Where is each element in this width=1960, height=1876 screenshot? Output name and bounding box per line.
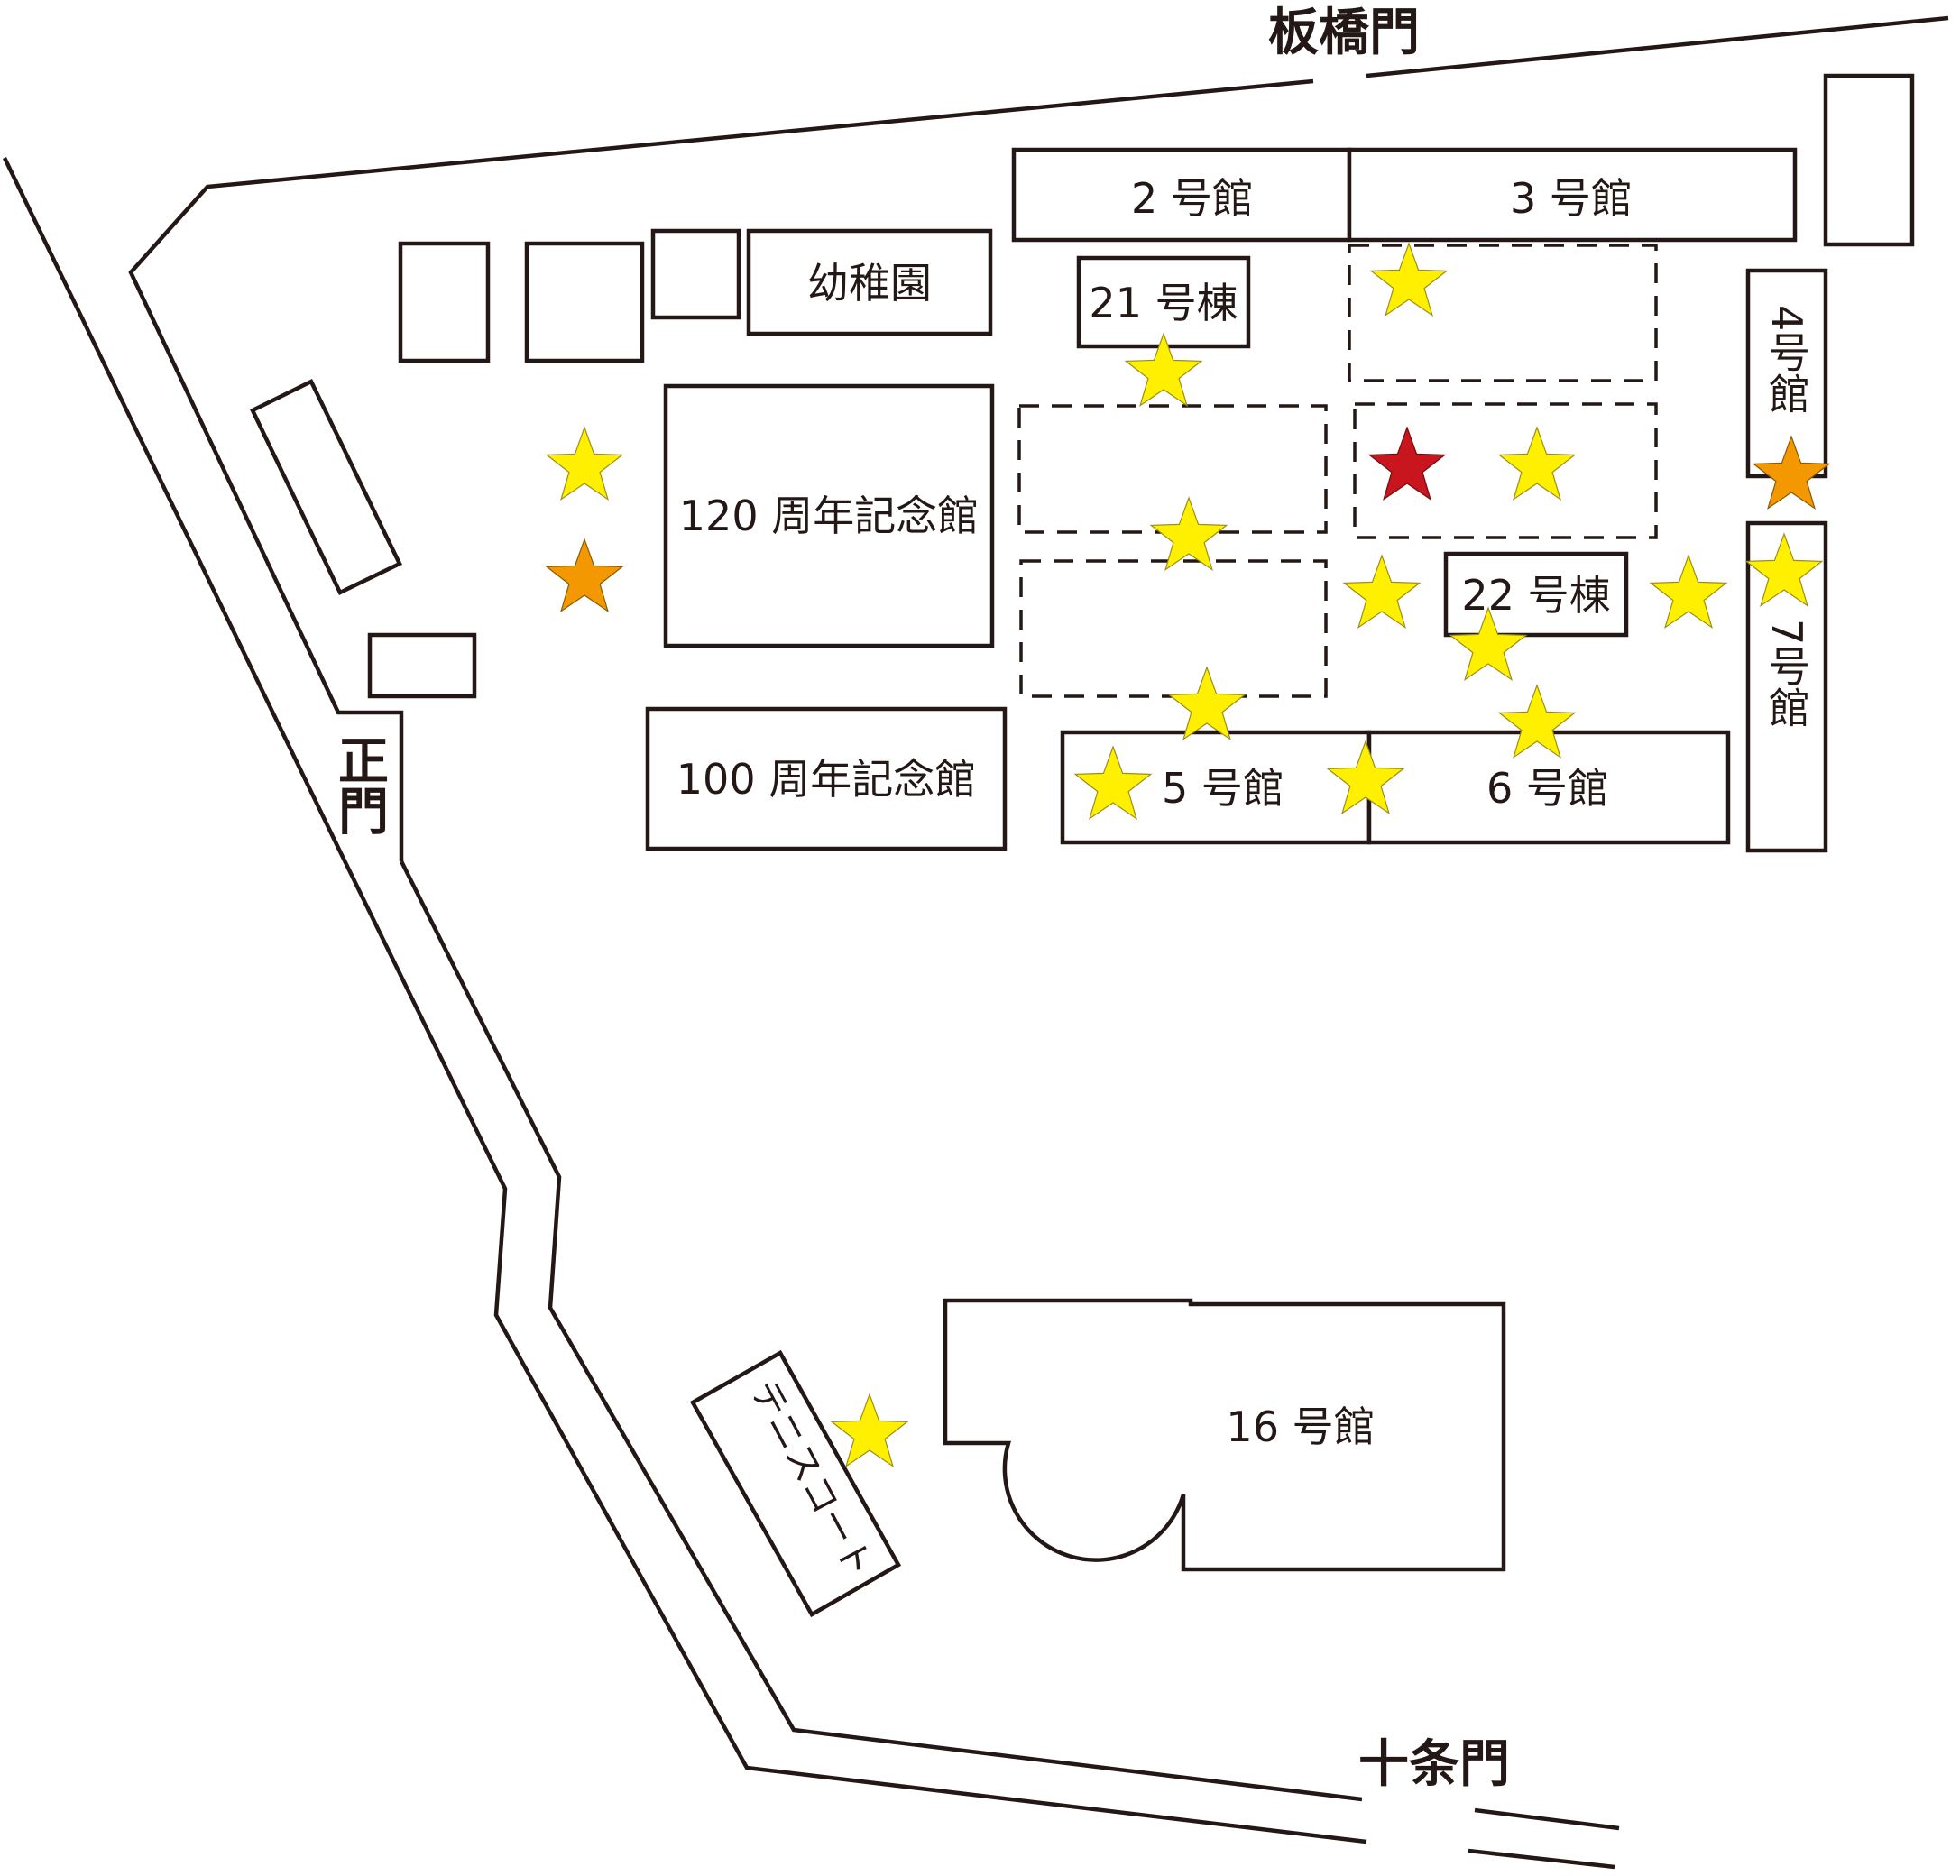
standard-star-marker[interactable]: [1124, 332, 1203, 408]
building-4[interactable]: [1745, 268, 1828, 479]
standard-star-marker[interactable]: [1073, 745, 1153, 821]
kindergarten-label: 幼稚園: [807, 259, 932, 308]
building-5-label: 5 号館: [1162, 764, 1284, 813]
hall100-label: 100 周年記念館: [676, 755, 976, 804]
hall100-building[interactable]: [645, 706, 1008, 851]
building-22-label: 22 号棟: [1461, 571, 1610, 620]
standard-star-marker[interactable]: [1744, 532, 1824, 608]
standard-star-marker[interactable]: [1497, 684, 1577, 759]
orange-star-marker[interactable]: [1752, 435, 1831, 510]
building-16-label: 16 号館: [1226, 1402, 1375, 1451]
building-3[interactable]: [1347, 147, 1798, 243]
standard-star-marker[interactable]: [1369, 242, 1449, 317]
building-6-label: 6 号館: [1486, 764, 1609, 813]
standard-star-marker[interactable]: [545, 426, 624, 501]
open-area-4: [1019, 559, 1328, 698]
orange-star-marker[interactable]: [545, 538, 624, 613]
standard-star-marker[interactable]: [1497, 426, 1577, 501]
hall120-building[interactable]: [663, 383, 995, 648]
gate-main-label: 正門: [330, 734, 389, 835]
building-3-label: 3 号館: [1510, 174, 1633, 223]
hall120-label: 120 周年記念館: [679, 492, 979, 540]
kindergarten-building[interactable]: [746, 228, 993, 336]
gate-jujo-label: 十条門: [1358, 1735, 1510, 1794]
building-unnamed-ne[interactable]: [1823, 73, 1915, 247]
gate-itabashi-label: 板橋門: [1268, 4, 1420, 62]
standard-star-marker[interactable]: [830, 1393, 909, 1468]
building-6[interactable]: [1366, 730, 1731, 845]
building-unnamed-gate[interactable]: [367, 632, 477, 699]
standard-star-marker[interactable]: [1449, 606, 1528, 682]
roads: [2, 15, 1949, 1870]
open-area-3: [1353, 402, 1658, 539]
building-unnamed-3[interactable]: [650, 228, 741, 320]
building-7-label: 7号館: [1762, 619, 1811, 728]
building-21-label: 21 号棟: [1089, 279, 1238, 327]
open-area-2: [1017, 404, 1328, 534]
building-2[interactable]: [1011, 147, 1352, 243]
building-4-label: 4号館: [1762, 305, 1811, 414]
road-south-east-2: [1468, 1848, 1615, 1870]
building-16[interactable]: [943, 1298, 1506, 1572]
campus-boundary-west-inner: [399, 860, 1363, 1802]
standard-star-marker[interactable]: [1326, 740, 1405, 815]
building-unnamed-1[interactable]: [398, 241, 491, 363]
marker-layer: [545, 242, 1831, 1468]
standard-star-marker[interactable]: [1167, 666, 1247, 741]
red-star-marker[interactable]: [1367, 426, 1447, 501]
building-unnamed-2[interactable]: [524, 241, 645, 363]
north-road-east: [1366, 15, 1949, 78]
building-unnamed-slanted[interactable]: [250, 378, 403, 596]
standard-star-marker[interactable]: [1649, 554, 1728, 630]
standard-star-marker[interactable]: [1149, 496, 1228, 572]
building-21[interactable]: [1076, 255, 1251, 349]
tennis-court[interactable]: [689, 1349, 902, 1618]
buildings: [250, 73, 1915, 1618]
building-22[interactable]: [1443, 551, 1629, 638]
road-south-east-1: [1474, 1807, 1620, 1831]
building-2-label: 2 号館: [1131, 174, 1254, 223]
standard-star-marker[interactable]: [1342, 554, 1422, 630]
campus-boundary-north: [128, 78, 1314, 861]
road-west-outer: [2, 157, 1367, 1844]
open-area-1: [1348, 244, 1658, 382]
